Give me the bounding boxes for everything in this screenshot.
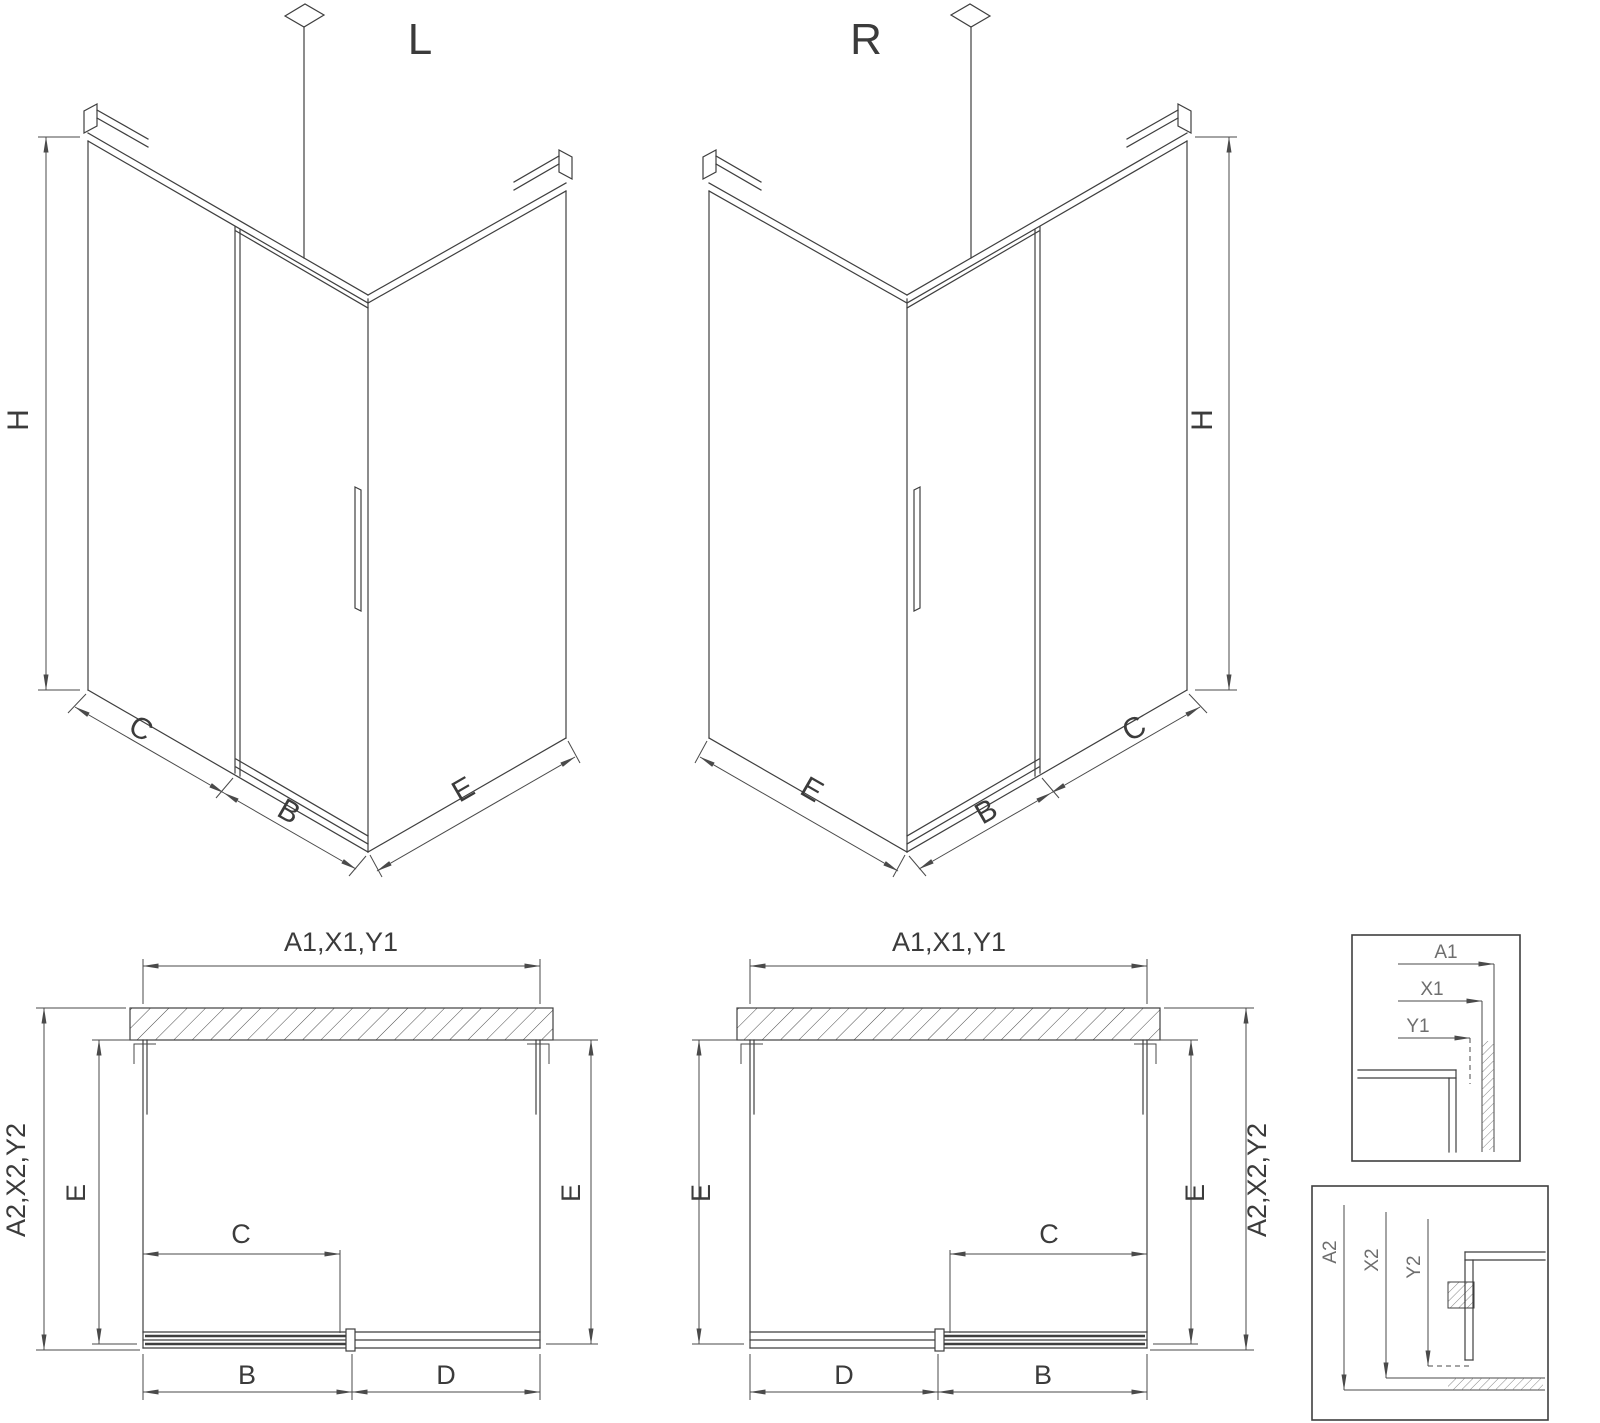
dim-label-a1: A1: [1434, 942, 1457, 963]
view-label-left: L: [408, 15, 432, 64]
detail-view-width: A1 X1 Y1: [1351, 934, 1521, 1162]
wall-section-hatched: [129, 1007, 554, 1041]
dim-label-x1: X1: [1420, 979, 1443, 1000]
dim-label-e-right: E: [556, 1184, 586, 1202]
wall-section-hatched: [736, 1007, 1161, 1041]
dim-label-b: B: [238, 1360, 256, 1390]
view-label-right: R: [850, 15, 882, 64]
dim-label-a1x1y1: A1,X1,Y1: [892, 927, 1006, 957]
dim-label-c: C: [1117, 709, 1152, 748]
dim-label-b: B: [1034, 1360, 1052, 1390]
dim-label-e-left: E: [686, 1184, 716, 1202]
dim-label-e: E: [795, 770, 829, 809]
dim-label-y2: Y2: [1404, 1255, 1425, 1278]
plan-view-left: A1,X1,Y1 A2,X2,Y2 E E C B D: [1, 927, 598, 1400]
profile-section: [1447, 1281, 1475, 1309]
dim-label-a2: A2: [1320, 1240, 1341, 1263]
dim-label-e-right: E: [1180, 1184, 1210, 1202]
dim-label-b: B: [272, 792, 306, 831]
dim-label-d: D: [834, 1360, 854, 1390]
dim-label-e-left: E: [61, 1184, 91, 1202]
dim-label-h: H: [1186, 409, 1219, 431]
dim-label-a1x1y1: A1,X1,Y1: [284, 927, 398, 957]
detail-view-depth: A2 X2 Y2: [1311, 1185, 1549, 1421]
plan-view-right: A1,X1,Y1 A2,X2,Y2 E E C B D: [686, 927, 1272, 1400]
dim-label-a2x2y2: A2,X2,Y2: [1242, 1123, 1272, 1237]
iso-view-left: L H C B E: [2, 4, 580, 877]
dim-label-b: B: [969, 792, 1003, 831]
dim-label-h: H: [2, 409, 35, 431]
glass-section-hatch: [1448, 1378, 1543, 1390]
dim-label-a2x2y2: A2,X2,Y2: [1, 1123, 31, 1237]
dim-label-c: C: [1039, 1219, 1059, 1249]
dim-label-d: D: [436, 1360, 456, 1390]
glass-section-hatch: [1482, 1041, 1494, 1150]
dim-label-c: C: [231, 1219, 251, 1249]
dim-label-y1: Y1: [1406, 1016, 1429, 1037]
iso-view-right: R H C B E: [695, 4, 1237, 877]
dim-label-x2: X2: [1362, 1248, 1383, 1271]
dim-label-c: C: [123, 709, 158, 748]
